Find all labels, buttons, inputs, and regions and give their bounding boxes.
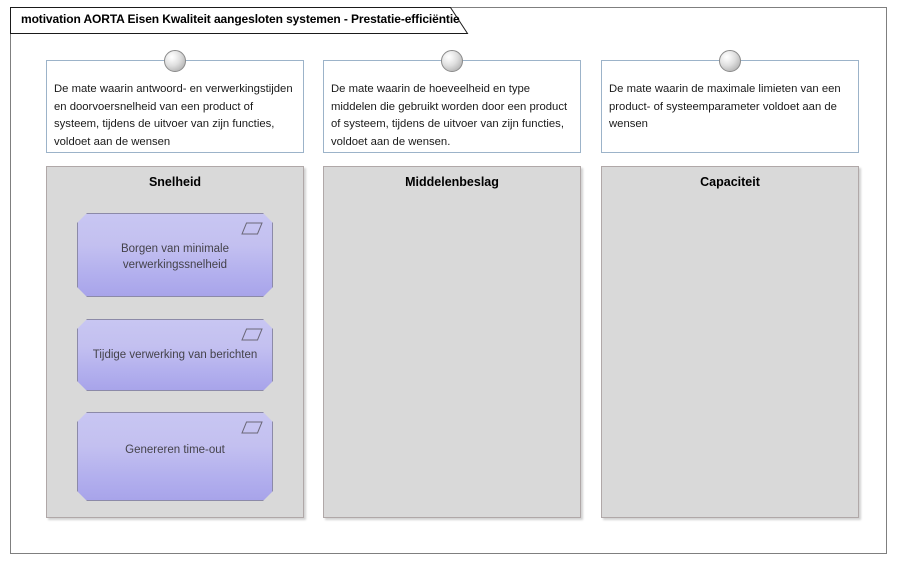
requirement-parallelogram-icon — [241, 328, 263, 341]
group-box-capaciteit[interactable]: Capaciteit — [601, 166, 859, 518]
requirement-parallelogram-icon — [241, 222, 263, 235]
note-capaciteit: De mate waarin de maximale limieten van … — [601, 50, 859, 153]
column-middelenbeslag: De mate waarin de hoeveelheid en type mi… — [323, 50, 581, 518]
note-middelenbeslag: De mate waarin de hoeveelheid en type mi… — [323, 50, 581, 153]
view-title-tab[interactable]: motivation AORTA Eisen Kwaliteit aangesl… — [10, 7, 470, 34]
group-box-snelheid[interactable]: Snelheid Borgen van minimale verwerkings… — [46, 166, 304, 518]
requirement-parallelogram-icon — [241, 421, 263, 434]
view-title-tab-shape — [10, 7, 469, 34]
requirement-label: Borgen van minimale verwerkingssnelheid — [120, 243, 230, 271]
motivation-sphere-icon — [164, 50, 186, 72]
requirement-label: Tijdige verwerking van berichten — [92, 349, 258, 361]
column-snelheid: De mate waarin antwoord- en verwerkingst… — [46, 50, 304, 518]
page-title: motivation AORTA Eisen Kwaliteit aangesl… — [21, 12, 460, 26]
group-title: Snelheid — [148, 175, 202, 189]
group-title: Capaciteit — [700, 175, 760, 189]
requirement-genereren-time-out[interactable]: Genereren time-out — [77, 412, 273, 501]
note-text: De mate waarin de hoeveelheid en type mi… — [331, 83, 568, 148]
group-box-middelenbeslag[interactable]: Middelenbeslag — [323, 166, 581, 518]
requirement-tijdige-verwerking-van-berichten[interactable]: Tijdige verwerking van berichten — [77, 319, 273, 391]
note-snelheid: De mate waarin antwoord- en verwerkingst… — [46, 50, 304, 153]
motivation-sphere-icon — [719, 50, 741, 72]
requirement-label: Genereren time-out — [125, 444, 225, 456]
group-title: Middelenbeslag — [405, 175, 499, 189]
note-text: De mate waarin antwoord- en verwerkingst… — [54, 83, 293, 148]
column-capaciteit: De mate waarin de maximale limieten van … — [601, 50, 859, 518]
requirement-borgen-van-minimale-verwerkingssnelheid[interactable]: Borgen van minimale verwerkingssnelheid — [77, 213, 273, 297]
note-text: De mate waarin de maximale limieten van … — [609, 83, 841, 130]
motivation-sphere-icon — [441, 50, 463, 72]
